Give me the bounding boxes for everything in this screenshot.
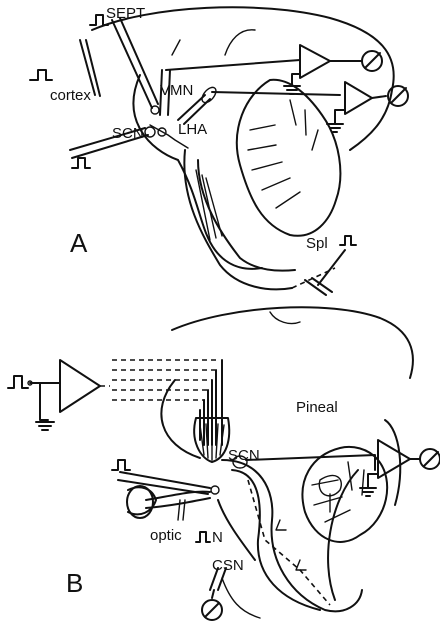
panel-letter-a: A xyxy=(70,228,88,258)
panel-b xyxy=(27,306,440,621)
amplifier-b-pineal xyxy=(377,439,411,479)
label-scn-b: SCN xyxy=(228,447,260,464)
brainstem-b xyxy=(221,459,363,613)
cortex-electrode xyxy=(79,39,101,97)
pulse-icon-scn-b xyxy=(111,459,131,471)
meter-icon-a1 xyxy=(361,50,383,72)
label-n: N xyxy=(212,529,223,546)
label-cortex: cortex xyxy=(50,87,91,104)
label-spl: Spl xyxy=(306,235,328,252)
label-csn: CSN xyxy=(212,557,244,574)
eye xyxy=(126,485,154,519)
label-optic: optic xyxy=(150,527,182,544)
label-vmn: VMN xyxy=(160,82,193,99)
label-lha: LHA xyxy=(178,121,207,138)
label-pineal: Pineal xyxy=(296,399,338,416)
pulse-icon-cortex xyxy=(29,69,53,81)
lha-electrode xyxy=(177,94,211,125)
electrode-bundle xyxy=(193,417,231,463)
pulse-icon-optic xyxy=(195,531,211,543)
input-amplifier-b xyxy=(59,359,101,413)
panel-a xyxy=(29,6,409,296)
label-scn-a: SCN xyxy=(112,125,144,142)
scn-electrode xyxy=(69,127,149,159)
brain-outline-a xyxy=(91,6,395,270)
probe-wires xyxy=(112,359,220,401)
amplifier-a2 xyxy=(344,81,373,115)
meter-icon-b2 xyxy=(201,599,223,621)
cerebellum-a xyxy=(235,78,342,237)
pulse-icon-scn xyxy=(71,157,91,169)
pulse-icon-spl xyxy=(339,235,357,246)
meter-icon-b1 xyxy=(419,448,440,470)
sept-electrode xyxy=(111,17,159,109)
pulse-icon-b xyxy=(7,375,29,389)
pulse-icon-sept xyxy=(89,14,109,26)
meter-icon-a2 xyxy=(387,85,409,107)
label-sept: SEPT xyxy=(106,5,145,22)
panel-letter-b: B xyxy=(66,568,83,598)
vmn-electrode xyxy=(159,69,171,116)
amplifier-a1 xyxy=(299,44,331,79)
brainstem-a xyxy=(183,149,296,291)
